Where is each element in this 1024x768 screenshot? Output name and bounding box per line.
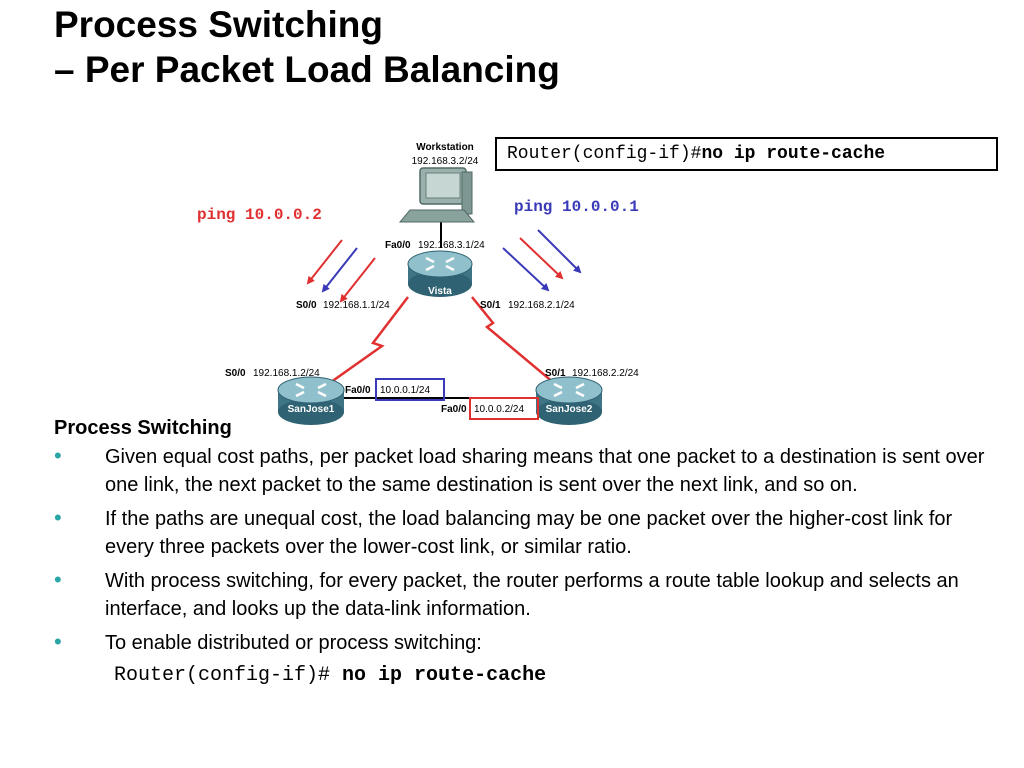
title-line-1: Process Switching [54,4,383,45]
bullet-dot-icon: • [54,505,62,530]
vista-s01-ip: 192.168.2.1/24 [508,300,575,311]
router-sanjose2-icon [535,376,603,425]
arrow-right-red [519,237,564,280]
bullet-item: • To enable distributed or process switch… [54,629,994,657]
bullet-text: Given equal cost paths, per packet load … [105,446,985,496]
bullet-text: To enable distributed or process switchi… [105,632,482,654]
workstation-icon [398,167,476,223]
section-heading: Process Switching [54,417,232,439]
bullet-dot-icon: • [54,443,62,468]
workstation-ip: 192.168.3.2/24 [412,156,479,167]
ping-left-label: ping 10.0.0.2 [197,206,322,224]
bullet-dot-icon: • [54,567,62,592]
sanjose2-name: SanJose2 [546,404,593,415]
bullet-item: • Given equal cost paths, per packet load… [54,443,994,499]
ping-right-label: ping 10.0.0.1 [514,198,639,216]
command-box-command: no ip route-cache [701,144,886,164]
arrow-right-blue-2 [537,229,582,274]
sanjose2-s01-ip: 192.168.2.2/24 [572,368,639,379]
bullet-dot-icon: • [54,629,62,654]
sanjose2-fa0-highlight [469,397,539,420]
router-sanjose1-icon [277,376,345,425]
serial-link-left [316,296,409,394]
content-section: Process Switching • Given equal cost path… [54,415,994,689]
sanjose2-s01-label: S0/1 [545,368,566,379]
bullet-text: With process switching, for every packet… [105,570,959,620]
sanjose1-fa0-label: Fa0/0 [345,385,371,396]
bullet-list: • Given equal cost paths, per packet load… [54,443,994,657]
arrow-left-blue [321,247,358,293]
command-line-prompt: Router(config-if)# [114,664,343,687]
workstation-label: Workstation [416,142,474,153]
vista-fa0-label: Fa0/0 [385,240,411,251]
serial-link-right [471,296,561,389]
vista-s00-label: S0/0 [296,300,317,311]
sanjose1-name: SanJose1 [288,404,335,415]
bullet-text: If the paths are unequal cost, the load … [105,508,953,558]
sanjose2-fa0-label: Fa0/0 [441,404,467,415]
command-line: Router(config-if)# no ip route-cache [114,663,994,689]
vista-s01-label: S0/1 [480,300,501,311]
slide-title: Process Switching – Per Packet Load Bala… [54,2,560,92]
vista-fa0-ip: 192.168.3.1/24 [418,240,485,251]
vista-s00-ip: 192.168.1.1/24 [323,300,390,311]
title-line-2: – Per Packet Load Balancing [54,49,560,90]
arrow-right-blue-1 [502,247,550,292]
arrow-left-red-1 [306,239,343,285]
sanjose1-s00-ip: 192.168.1.2/24 [253,368,320,379]
bullet-item: • If the paths are unequal cost, the load… [54,505,994,561]
command-line-command: no ip route-cache [342,664,547,687]
sanjose1-s00-label: S0/0 [225,368,246,379]
command-box-prompt: Router(config-if)# [507,144,702,164]
sanjose1-fa0-ip: 10.0.0.1/24 [380,385,430,396]
command-box: Router(config-if)#no ip route-cache [495,137,998,171]
sanjose2-fa0-ip: 10.0.0.2/24 [474,404,524,415]
router-vista-icon [407,250,473,297]
bullet-item: • With process switching, for every packe… [54,567,994,623]
sanjose1-fa0-highlight [375,378,445,401]
vista-name: Vista [428,286,452,297]
network-diagram: Vista SanJose1 SanJose2 Workstation 192.… [197,142,639,425]
arrow-left-red-2 [339,257,376,303]
